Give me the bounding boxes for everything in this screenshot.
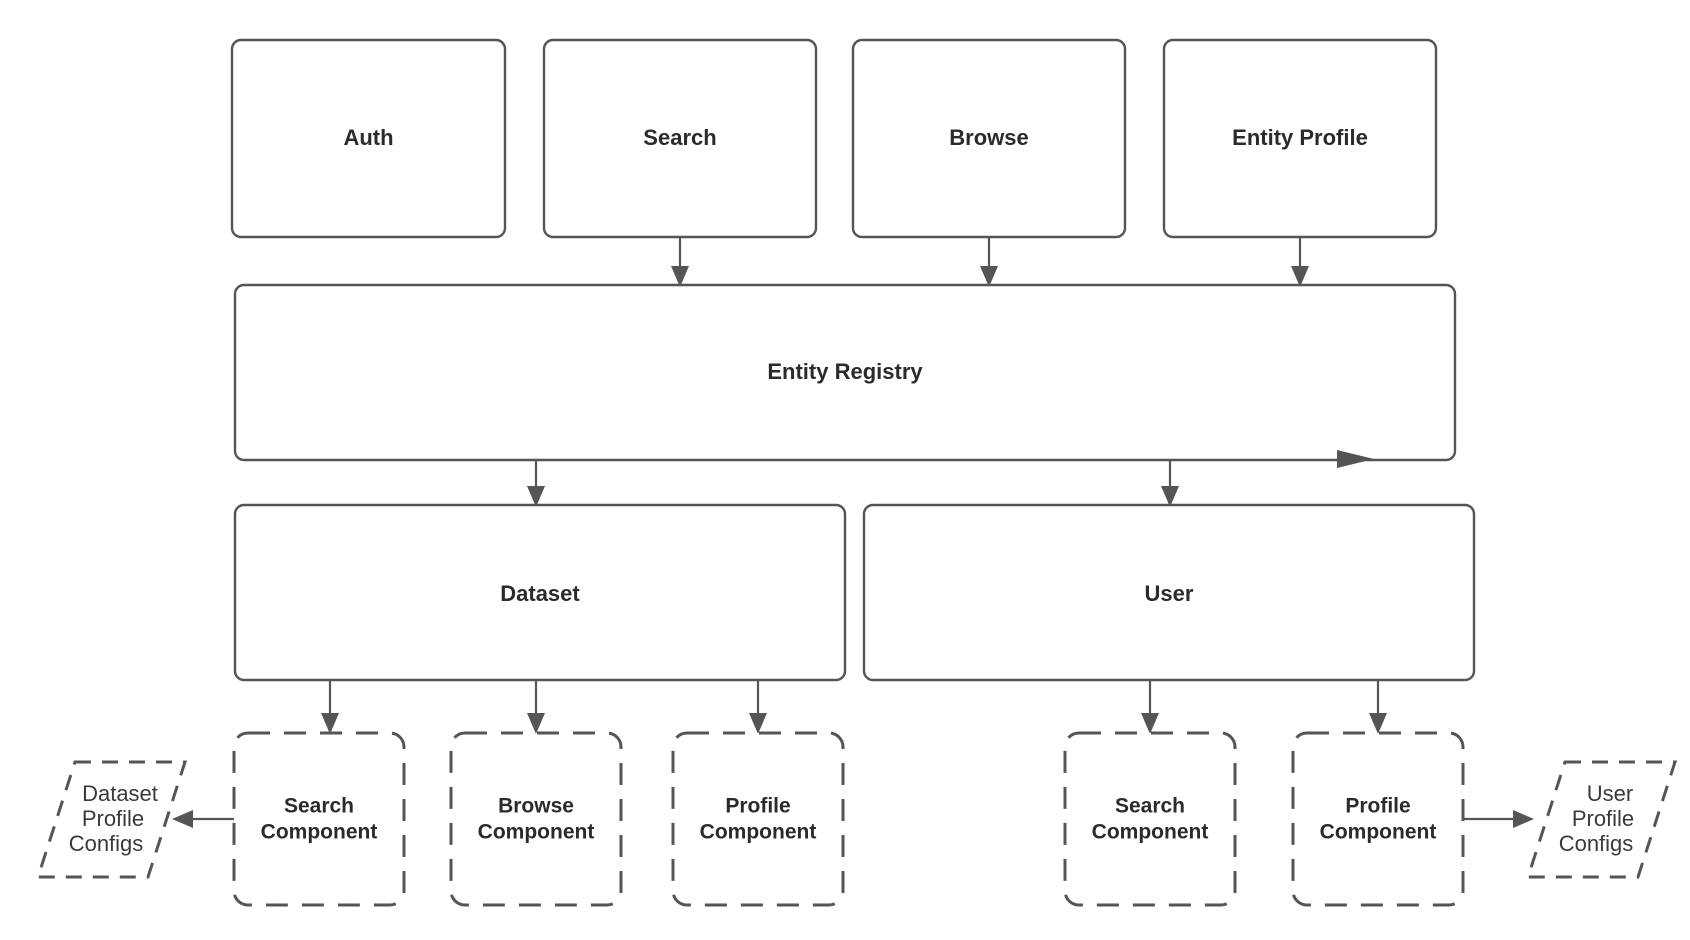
arrowhead-registry-to-user [1161,486,1179,507]
node-auth-box[interactable] [230,38,507,239]
dataset-to-component-connectors [321,680,767,734]
arrowhead-user-to-profile-component [1369,713,1387,734]
arrowhead-browse-to-registry [980,266,998,287]
node-browse[interactable]: Browse [851,38,1127,239]
node-dataset-search-component[interactable]: Search Component [232,731,406,907]
registry-to-entity-connectors [527,460,1179,507]
arrowhead-to-dataset-profile-configs [172,810,193,828]
top-to-registry-connectors [671,237,1309,287]
node-entity-registry-box[interactable] [233,283,1457,462]
config-connectors [172,810,1534,828]
node-dataset-profile-component-line1: Profile [725,795,790,818]
registry-bottom-right-arrow [1337,450,1374,468]
node-dataset-browse-component-box[interactable] [449,731,623,907]
node-dataset[interactable]: Dataset [233,503,847,682]
node-user-profile-component-line1: Profile [1345,795,1410,818]
node-user-profile-configs-shape[interactable] [1525,760,1678,879]
arrowhead-registry-right [1337,450,1374,468]
node-browse-label: Browse [949,125,1028,150]
node-dataset-search-component-line2: Component [261,821,378,844]
node-dataset-box[interactable] [233,503,847,682]
arrowhead-dataset-to-browse-component [527,713,545,734]
arrowhead-registry-to-dataset [527,486,545,507]
node-user[interactable]: User [862,503,1476,682]
arrowhead-search-to-registry [671,266,689,287]
arrowhead-to-user-profile-configs [1513,810,1534,828]
node-user-profile-configs-line3: Configs [1559,831,1634,856]
node-entity-registry-label: Entity Registry [767,359,923,384]
node-search-label: Search [643,125,716,150]
user-components-group: Search Component Profile Component [1063,731,1465,907]
node-user-search-component[interactable]: Search Component [1063,731,1237,907]
node-dataset-profile-configs-line3: Configs [69,831,144,856]
node-dataset-browse-component[interactable]: Browse Component [449,731,623,907]
node-user-profile-component-box[interactable] [1291,731,1465,907]
user-to-component-connectors [1141,680,1387,734]
node-entity-registry[interactable]: Entity Registry [233,283,1457,462]
node-entity-profile[interactable]: Entity Profile [1162,38,1438,239]
entity-row-group: Dataset User [233,503,1476,682]
node-dataset-search-component-line1: Search [284,795,354,818]
node-user-profile-component-line2: Component [1320,821,1437,844]
node-dataset-browse-component-line2: Component [478,821,595,844]
node-auth[interactable]: Auth [230,38,507,239]
node-dataset-label: Dataset [500,581,580,606]
node-dataset-profile-configs[interactable]: Dataset Profile Configs [35,760,188,879]
node-search[interactable]: Search [542,38,818,239]
top-row-group: Auth Search Browse Entity Profile [230,38,1438,239]
node-dataset-profile-configs-shape[interactable] [35,760,188,879]
node-user-box[interactable] [862,503,1476,682]
node-dataset-profile-configs-line2: Profile [82,806,144,831]
node-user-search-component-line1: Search [1115,795,1185,818]
node-user-profile-configs-line2: Profile [1572,806,1634,831]
node-dataset-profile-component-box[interactable] [671,731,845,907]
node-user-profile-configs[interactable]: User Profile Configs [1525,760,1678,879]
node-user-label: User [1145,581,1194,606]
arrowhead-entity-profile-to-registry [1291,266,1309,287]
node-dataset-profile-configs-line1: Dataset [82,781,158,806]
node-user-search-component-box[interactable] [1063,731,1237,907]
node-user-profile-configs-line1: User [1587,781,1633,806]
node-dataset-profile-component-line2: Component [700,821,817,844]
node-user-profile-component[interactable]: Profile Component [1291,731,1465,907]
arrowhead-dataset-to-profile-component [749,713,767,734]
node-entity-profile-label: Entity Profile [1232,125,1368,150]
arrowhead-user-to-search-component [1141,713,1159,734]
node-user-search-component-line2: Component [1092,821,1209,844]
dataset-components-group: Search Component Browse Component Profil… [232,731,845,907]
node-dataset-browse-component-line1: Browse [498,795,574,818]
node-dataset-profile-component[interactable]: Profile Component [671,731,845,907]
node-auth-label: Auth [343,125,393,150]
arrowhead-dataset-to-search-component [321,713,339,734]
node-dataset-search-component-box[interactable] [232,731,406,907]
